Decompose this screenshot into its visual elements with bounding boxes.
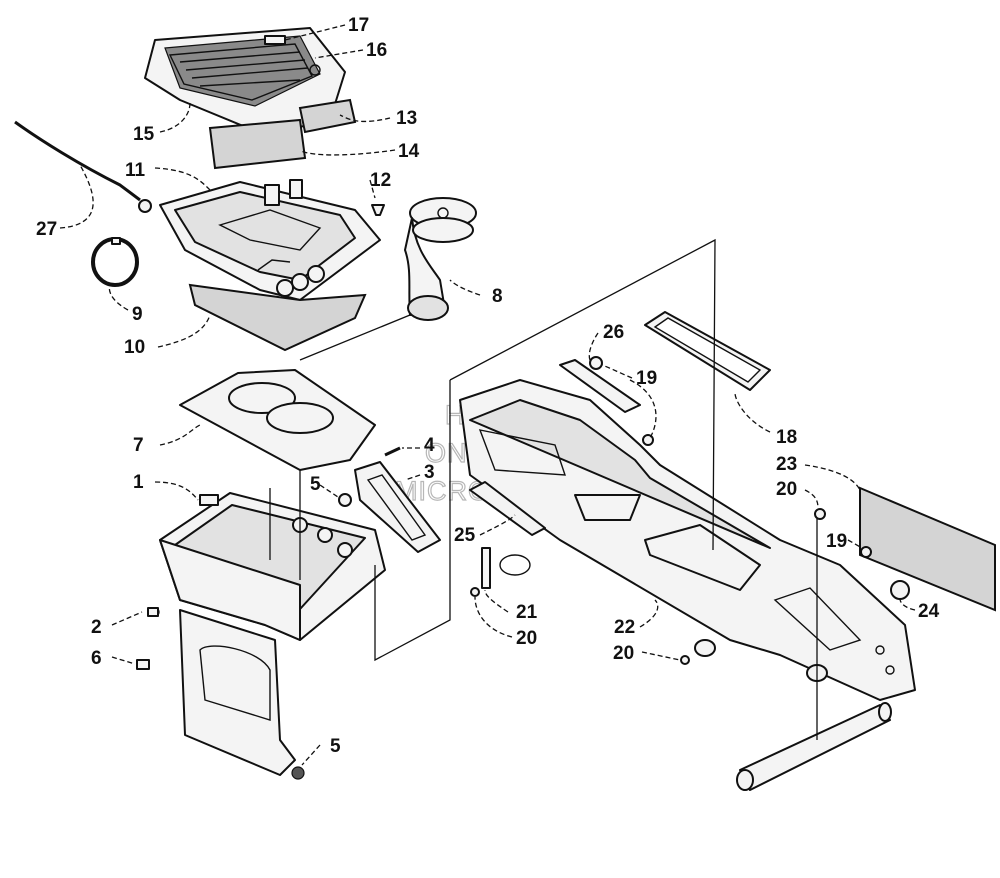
callout-16: 16	[366, 40, 387, 61]
reed-plate-part	[338, 446, 441, 553]
airbox-tray-part	[159, 179, 381, 301]
callout-2: 2	[91, 617, 102, 638]
callout-7: 7	[133, 435, 144, 456]
callout-18: 18	[776, 427, 797, 448]
callout-20-middle: 20	[516, 628, 537, 649]
callout-8: 8	[492, 286, 503, 307]
nut-19a	[589, 356, 603, 370]
foam-block-part	[859, 486, 996, 612]
screw-20a	[814, 508, 826, 520]
rect-gasket-part	[644, 311, 771, 391]
strap-part	[481, 547, 531, 589]
callout-23: 23	[776, 454, 797, 475]
filter-cover-part	[144, 27, 346, 136]
screw-20c	[680, 655, 690, 665]
console-duct-part	[459, 379, 916, 701]
callout-25: 25	[454, 525, 476, 546]
washer	[694, 639, 716, 657]
foam-pad-14	[208, 118, 307, 170]
callout-6: 6	[91, 648, 102, 669]
nut-19c	[860, 546, 872, 558]
callout-12: 12	[370, 170, 391, 191]
bracket-part	[559, 359, 641, 413]
callout-19-upper: 19	[636, 368, 657, 389]
cable-part	[14, 120, 152, 213]
tube-part	[736, 702, 892, 791]
grommet-part	[890, 580, 910, 600]
push-rivet-part	[371, 204, 385, 216]
callout-5-upper: 5	[310, 474, 321, 495]
callout-labels: 17 16 15 13 14 11 12 27 8 9 10 26 19 18 …	[36, 15, 940, 757]
callout-13: 13	[396, 108, 417, 129]
callout-1: 1	[133, 472, 144, 493]
callout-5-lower: 5	[330, 736, 341, 757]
callout-19-lower: 19	[826, 531, 847, 552]
callout-26: 26	[603, 322, 624, 343]
screw-20b	[470, 587, 480, 597]
main-box-part	[138, 492, 386, 780]
callout-9: 9	[132, 304, 143, 325]
callout-3: 3	[424, 462, 435, 483]
callout-27: 27	[36, 219, 57, 240]
intake-elbow-part	[404, 197, 477, 321]
callout-22: 22	[614, 617, 635, 638]
callout-11: 11	[125, 160, 146, 181]
foam-pad-13	[298, 98, 357, 134]
callout-20-upper: 20	[776, 479, 797, 500]
alignment-lines	[269, 238, 818, 740]
callout-15: 15	[133, 124, 155, 145]
hose-clamp-part	[91, 237, 139, 287]
latch-plate-part	[469, 481, 546, 536]
callout-4: 4	[424, 435, 435, 456]
callout-20-lower: 20	[613, 643, 634, 664]
callout-17: 17	[348, 15, 369, 36]
nut-19b	[642, 434, 654, 446]
callout-14: 14	[398, 141, 420, 162]
screw-2	[147, 607, 159, 617]
screw-6	[136, 659, 150, 670]
leader-lines	[59, 24, 916, 766]
callout-24: 24	[918, 601, 940, 622]
foam-pad-10	[188, 283, 367, 352]
callout-10: 10	[124, 337, 145, 358]
gasket-plate-part	[179, 369, 376, 471]
callout-21: 21	[516, 602, 538, 623]
